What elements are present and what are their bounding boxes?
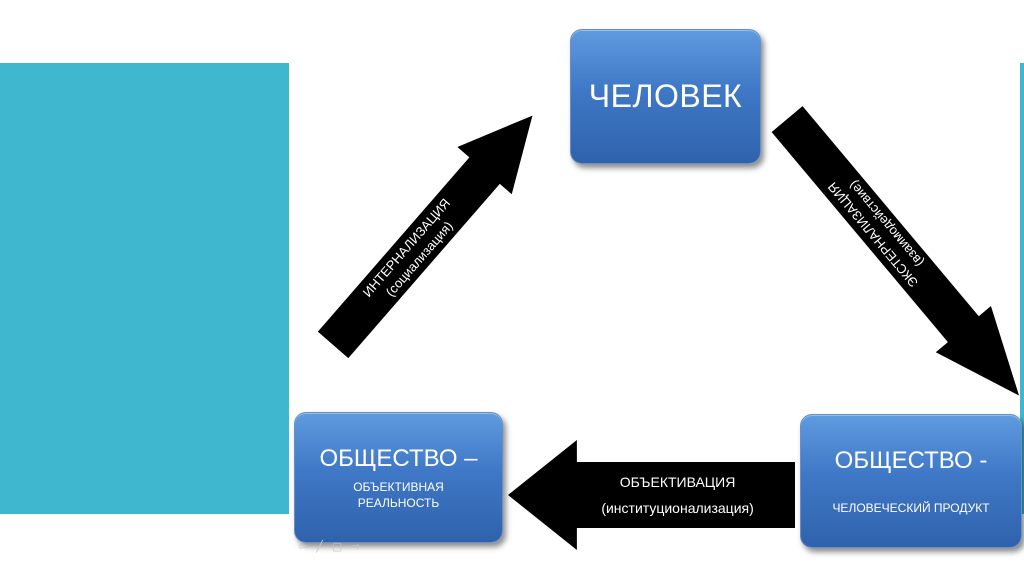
node-society-sublabel-line2: РЕАЛЬНОСТЬ	[357, 495, 440, 510]
objectivation-arrow: ОБЪЕКТИВАЦИЯ (институционализация)	[508, 440, 795, 550]
slideshow-nav: ⇦ ╱ ▢ ⇨	[298, 540, 360, 553]
node-society-product-label: ОБЩЕСТВО -	[834, 447, 988, 474]
node-society-sublabel: ОБЪЕКТИВНАЯ РЕАЛЬНОСТЬ	[353, 479, 444, 511]
node-society-human-product: ОБЩЕСТВО - ЧЕЛОВЕЧЕСКИЙ ПРОДУКТ	[800, 414, 1022, 548]
node-society-objective-reality: ОБЩЕСТВО – ОБЪЕКТИВНАЯ РЕАЛЬНОСТЬ	[294, 412, 503, 543]
internalization-arrow: ИНТЕРНАЛИЗАЦИЯ (социализация)	[306, 92, 560, 369]
objectivation-sublabel: (институционализация)	[601, 500, 754, 516]
node-human: ЧЕЛОВЕК	[570, 29, 761, 164]
prev-arrow-icon[interactable]: ⇦	[298, 541, 308, 553]
externalization-arrow: ЭКСТЕРНАЛИЗАЦИЯ (взаимодействие)	[759, 96, 1024, 419]
next-arrow-icon[interactable]: ⇨	[351, 541, 361, 553]
objectivation-label: ОБЪЕКТИВАЦИЯ	[619, 474, 736, 490]
slide-menu-icon[interactable]: ▢	[331, 541, 343, 553]
node-human-label: ЧЕЛОВЕК	[588, 78, 743, 114]
side-panel	[0, 63, 289, 514]
right-edge-strip	[1020, 63, 1024, 514]
node-society-product-sublabel: ЧЕЛОВЕЧЕСКИЙ ПРОДУКТ	[832, 501, 990, 515]
node-society-sublabel-line1: ОБЪЕКТИВНАЯ	[353, 479, 444, 494]
pen-icon[interactable]: ╱	[316, 541, 323, 553]
node-society-label: ОБЩЕСТВО –	[319, 444, 478, 472]
